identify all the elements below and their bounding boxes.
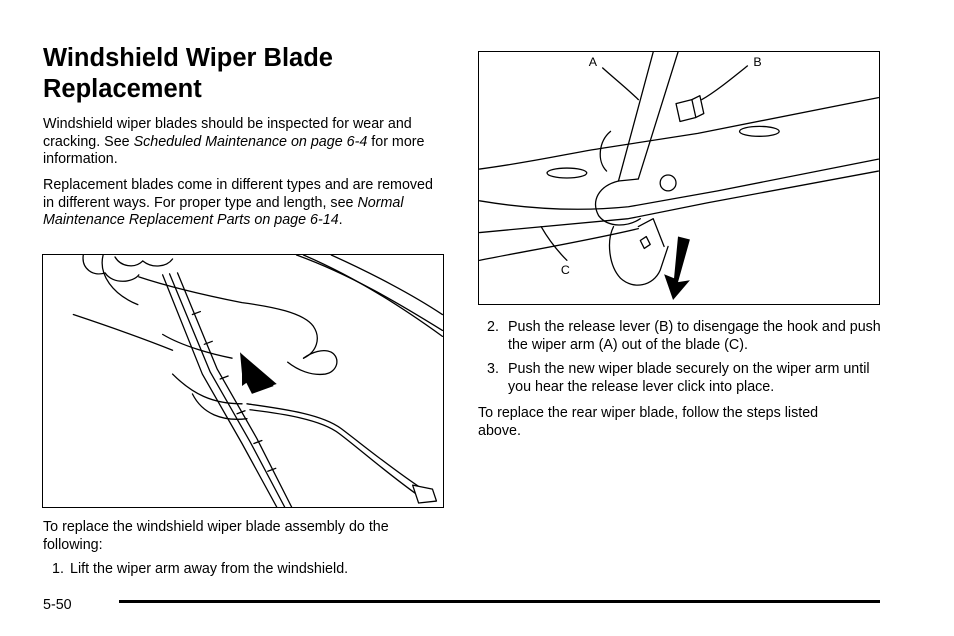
- wiper-arm-lift-illustration: [42, 254, 444, 508]
- push-down-arrow-icon: [664, 236, 690, 301]
- intro-paragraph: Windshield wiper blades should be inspec…: [43, 116, 425, 167]
- step-2: 2. Push the release lever (B) to disenga…: [487, 319, 882, 354]
- procedure-intro: To replace the windshield wiper blade as…: [43, 519, 389, 553]
- replacement-paragraph: Replacement blades come in different typ…: [43, 177, 433, 229]
- rear-wiper-note: To replace the rear wiper blade, follow …: [478, 405, 819, 439]
- footer-rule: [119, 600, 880, 603]
- step-2-number: 2.: [487, 319, 499, 335]
- step-1-text: Lift the wiper arm away from the windshi…: [70, 561, 349, 577]
- direction-arrow-icon: [240, 352, 274, 394]
- parts-reference: Normal Maintenance Replacement Parts on …: [43, 194, 404, 229]
- hand-wiper-drawing: [72, 255, 443, 507]
- callout-c-label: C: [561, 263, 570, 277]
- step-3-text: Push the new wiper blade securely on the…: [508, 361, 870, 395]
- callout-a-label: A: [589, 55, 598, 69]
- section-title: Windshield Wiper Blade Replacement: [43, 44, 333, 103]
- step-1-number: 1.: [52, 561, 64, 577]
- step-2-text: Push the release lever (B) to disengage …: [508, 319, 881, 353]
- maintenance-reference: Scheduled Maintenance on page 6-4: [133, 133, 368, 150]
- step-3: 3. Push the new wiper blade securely on …: [487, 361, 882, 396]
- wiper-release-illustration: A B C: [478, 51, 880, 305]
- step-1: 1. Lift the wiper arm away from the wind…: [52, 561, 443, 579]
- page-number: 5-50: [43, 597, 72, 613]
- wiper-release-drawing: A B C: [479, 52, 879, 301]
- step-3-number: 3.: [487, 361, 499, 377]
- callout-b-label: B: [753, 55, 761, 69]
